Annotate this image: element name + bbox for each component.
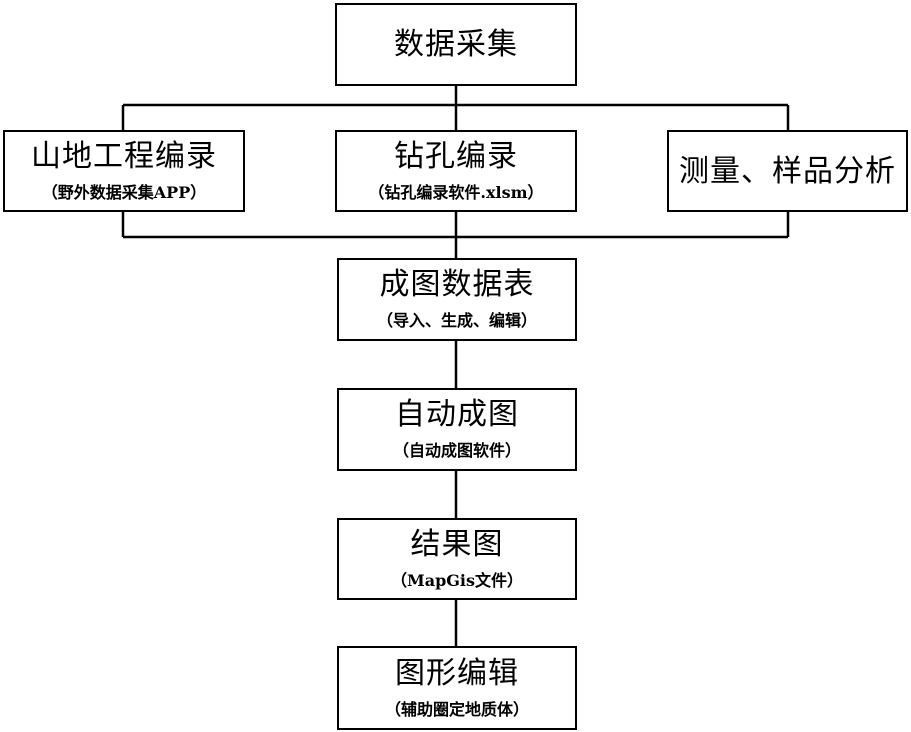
node-title: 测量、样品分析 <box>679 153 896 189</box>
node-map-data-table: 成图数据表 （导入、生成、编辑） <box>337 258 577 341</box>
node-auto-mapping: 自动成图 （自动成图软件） <box>337 388 577 471</box>
node-result-map: 结果图 （MapGis文件） <box>337 518 577 600</box>
node-subtitle: （辅助圈定地质体） <box>384 699 529 719</box>
node-subtitle: （自动成图软件） <box>392 441 521 461</box>
node-subtitle: （野外数据采集APP） <box>41 182 207 202</box>
node-survey-analysis: 测量、样品分析 <box>667 130 908 212</box>
node-title: 数据采集 <box>394 27 518 62</box>
node-title: 山地工程编录 <box>31 138 217 174</box>
node-graphic-edit: 图形编辑 （辅助圈定地质体） <box>337 646 577 730</box>
node-title: 钻孔编录 <box>394 138 518 174</box>
node-subtitle: （MapGis文件） <box>390 570 524 590</box>
node-title: 结果图 <box>410 526 504 562</box>
node-title: 成图数据表 <box>379 267 535 303</box>
node-data-collection: 数据采集 <box>335 3 577 86</box>
node-title: 图形编辑 <box>395 655 519 691</box>
node-subtitle: （导入、生成、编辑） <box>376 311 537 331</box>
node-title: 自动成图 <box>395 397 519 433</box>
node-drill-logging: 钻孔编录 （钻孔编录软件.xlsm） <box>335 130 577 212</box>
node-mountain-logging: 山地工程编录 （野外数据采集APP） <box>3 130 245 212</box>
node-subtitle: （钻孔编录软件.xlsm） <box>368 182 544 202</box>
